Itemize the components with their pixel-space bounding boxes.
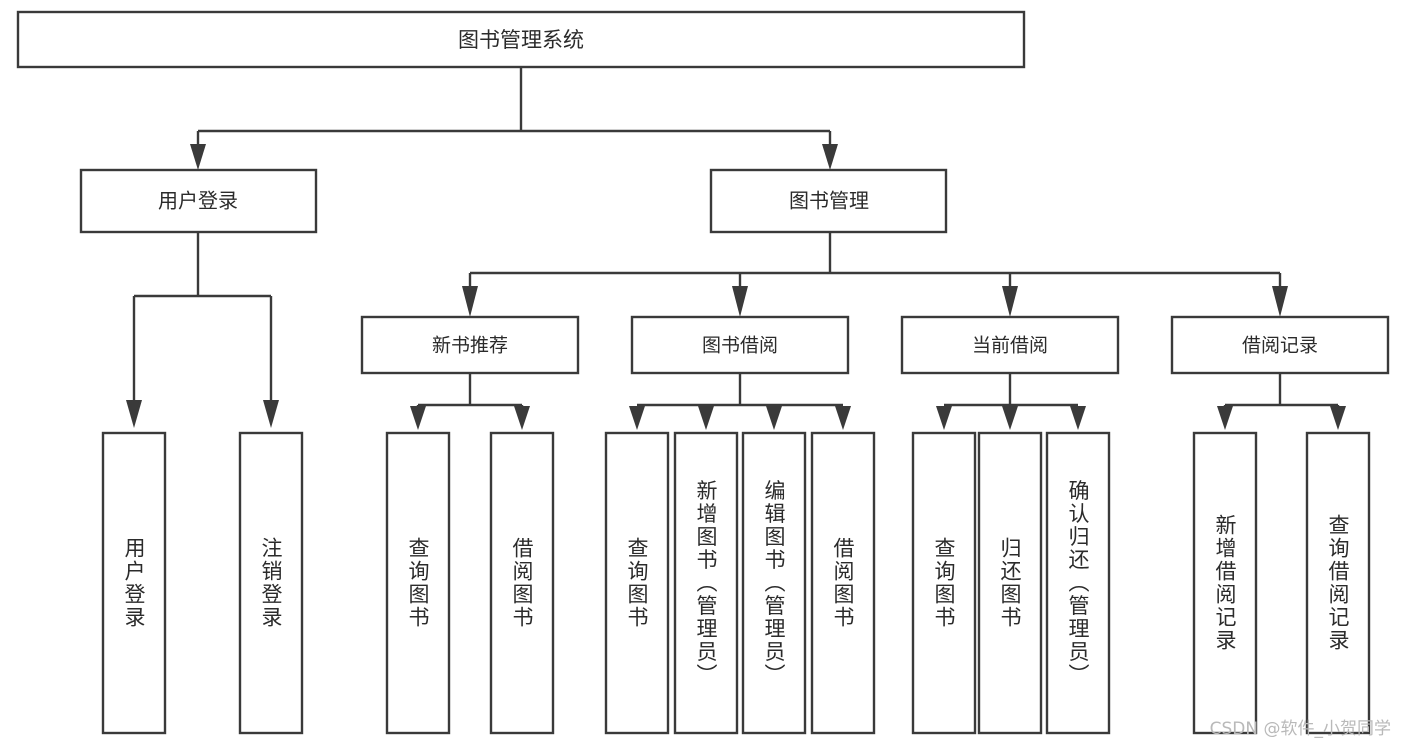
connector-group-book-mgmt <box>462 232 1288 317</box>
arrowhead-cb-leaf-3 <box>1070 406 1086 430</box>
node-user-login-box[interactable] <box>79 168 318 234</box>
leaf-node[interactable]: 借阅图书 <box>810 431 876 735</box>
leaf-bb-edit-book-label: 编辑图书（管理员） <box>762 480 786 687</box>
leaf-cb-return-book-box[interactable] <box>977 431 1043 735</box>
node-current-borrow-box[interactable] <box>900 315 1120 375</box>
node-root[interactable]: 图书管理系统 <box>16 10 1026 69</box>
node-root-box[interactable] <box>16 10 1026 69</box>
leaf-cb-query-book-box[interactable] <box>911 431 977 735</box>
connector-group-new-book <box>410 373 530 430</box>
leaf-node[interactable]: 查询图书 <box>604 431 670 735</box>
leaf-nb-borrow-book-label: 借阅图书 <box>510 537 534 629</box>
csdn-watermark: CSDN @软件_小贺同学 <box>1209 719 1391 739</box>
leaf-nb-query-book-label: 查询图书 <box>406 537 430 629</box>
leaf-br-query-record-label: 查询借阅记录 <box>1326 514 1350 652</box>
leaf-node[interactable]: 借阅图书 <box>489 431 555 735</box>
leaf-cb-confirm-return-label: 确认归还（管理员） <box>1066 480 1090 687</box>
node-root-label: 图书管理系统 <box>458 28 584 52</box>
leaf-bb-borrow-book-label: 借阅图书 <box>831 537 855 629</box>
leaf-bb-add-book-box[interactable] <box>673 431 739 735</box>
node-book-borrow-box[interactable] <box>630 315 850 375</box>
leaf-node[interactable]: 新增借阅记录 <box>1192 431 1258 735</box>
arrowhead-br-leaf-2 <box>1330 406 1346 430</box>
leaf-user-login-box[interactable] <box>101 431 167 735</box>
node-borrow-record-label: 借阅记录 <box>1242 335 1318 357</box>
arrowhead-leaf-user-login <box>126 400 142 428</box>
arrowhead-current-borrow <box>1002 286 1018 317</box>
node-current-borrow[interactable]: 当前借阅 <box>900 315 1120 375</box>
node-borrow-record[interactable]: 借阅记录 <box>1170 315 1390 375</box>
leaf-br-add-record-box[interactable] <box>1192 431 1258 735</box>
node-current-borrow-label: 当前借阅 <box>972 335 1048 357</box>
node-book-borrow-label: 图书借阅 <box>702 335 778 357</box>
leaf-nb-query-book-box[interactable] <box>385 431 451 735</box>
arrowhead-user-login <box>190 144 206 170</box>
node-book-management[interactable]: 图书管理 <box>709 168 948 234</box>
leaf-cb-confirm-return-box[interactable] <box>1045 431 1111 735</box>
node-book-management-box[interactable] <box>709 168 948 234</box>
node-user-login[interactable]: 用户登录 <box>79 168 318 234</box>
leaf-node[interactable]: 查询图书 <box>911 431 977 735</box>
leaf-node[interactable]: 确认归还（管理员） <box>1045 431 1111 735</box>
arrowhead-nb-leaf-2 <box>514 406 530 430</box>
leaf-cb-return-book-label: 归还图书 <box>998 537 1022 629</box>
leaf-bb-add-book-label: 新增图书（管理员） <box>694 480 718 687</box>
arrowhead-bb-leaf-1 <box>629 406 645 430</box>
leaf-node[interactable]: 编辑图书（管理员） <box>741 431 807 735</box>
arrowhead-book-mgmt <box>822 144 838 170</box>
arrowhead-bb-leaf-2 <box>698 406 714 430</box>
leaf-node[interactable]: 查询借阅记录 <box>1305 431 1371 735</box>
connector-group-user-login <box>126 232 279 428</box>
leaf-logout-label: 注销登录 <box>259 537 283 629</box>
arrowhead-bb-leaf-3 <box>766 406 782 430</box>
node-borrow-record-box[interactable] <box>1170 315 1390 375</box>
leaf-node[interactable]: 查询图书 <box>385 431 451 735</box>
leaf-br-add-record-label: 新增借阅记录 <box>1213 514 1237 652</box>
connector-group-root <box>190 67 838 170</box>
node-book-management-label: 图书管理 <box>789 189 869 213</box>
leaf-br-query-record-box[interactable] <box>1305 431 1371 735</box>
leaf-bb-query-book-box[interactable] <box>604 431 670 735</box>
leaf-user-login-label: 用户登录 <box>122 537 146 629</box>
arrowhead-bb-leaf-4 <box>835 406 851 430</box>
node-user-login-label: 用户登录 <box>158 189 238 213</box>
leaf-node[interactable]: 归还图书 <box>977 431 1043 735</box>
node-new-book-recommend-box[interactable] <box>360 315 580 375</box>
leaf-bb-query-book-label: 查询图书 <box>625 537 649 629</box>
leaf-cb-query-book-label: 查询图书 <box>932 537 956 629</box>
leaf-logout-box[interactable] <box>238 431 304 735</box>
arrowhead-nb-leaf-1 <box>410 406 426 430</box>
arrowhead-br-leaf-1 <box>1217 406 1233 430</box>
arrowhead-borrow-record <box>1272 286 1288 317</box>
leaf-bb-edit-book-box[interactable] <box>741 431 807 735</box>
connector-group-current-borrow <box>936 373 1086 430</box>
leaf-node[interactable]: 新增图书（管理员） <box>673 431 739 735</box>
leaf-nb-borrow-book-box[interactable] <box>489 431 555 735</box>
leaf-node[interactable]: 用户登录 <box>101 431 167 735</box>
arrowhead-new-book <box>462 286 478 317</box>
arrowhead-leaf-logout <box>263 400 279 428</box>
arrowhead-cb-leaf-1 <box>936 406 952 430</box>
node-book-borrow[interactable]: 图书借阅 <box>630 315 850 375</box>
leaf-bb-borrow-book-box[interactable] <box>810 431 876 735</box>
leaf-node[interactable]: 注销登录 <box>238 431 304 735</box>
arrowhead-book-borrow <box>732 286 748 317</box>
node-new-book-recommend[interactable]: 新书推荐 <box>360 315 580 375</box>
connector-group-book-borrow <box>629 373 851 430</box>
node-new-book-recommend-label: 新书推荐 <box>432 335 508 357</box>
arrowhead-cb-leaf-2 <box>1002 406 1018 430</box>
connector-group-borrow-record <box>1217 373 1346 430</box>
